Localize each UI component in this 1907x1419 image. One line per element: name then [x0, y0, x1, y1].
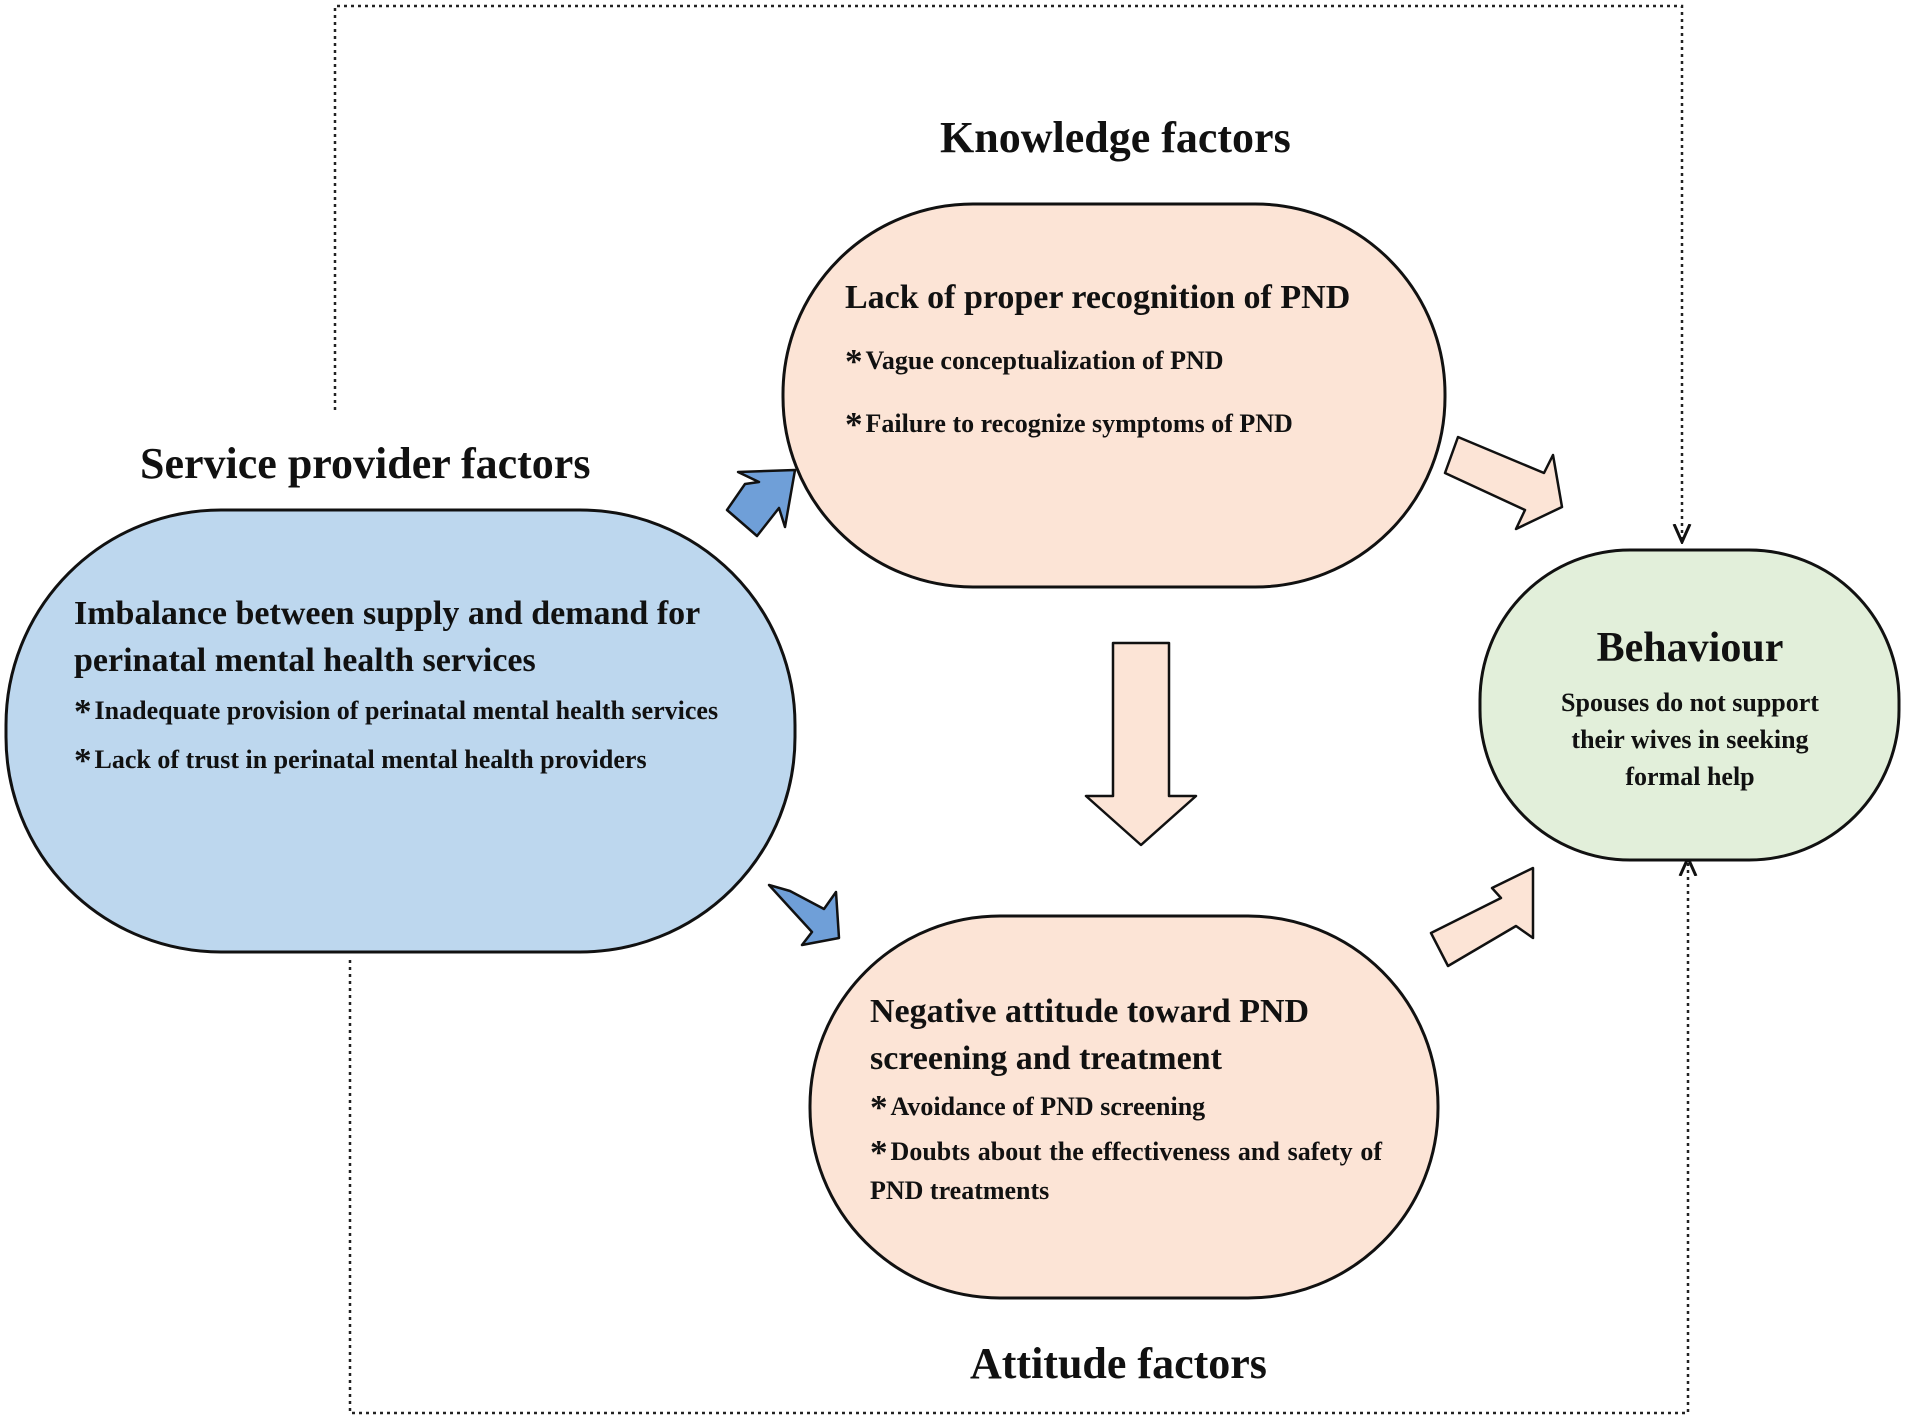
knowledge-factors-label: Knowledge factors [940, 113, 1291, 162]
attitude-factors-label: Attitude factors [970, 1339, 1267, 1388]
attitude-box-title: Negative attitude toward PND screening a… [870, 993, 1310, 1077]
attitude-box-item: *Doubts about the effectiveness and safe… [870, 1133, 1382, 1206]
attitude-box-shape [808, 914, 1440, 1300]
bullet-star: * [870, 1133, 888, 1173]
bullet-star: * [845, 405, 863, 445]
service-provider-factors-label: Service provider factors [140, 439, 591, 488]
service-box-item: *Lack of trust in perinatal mental healt… [74, 741, 647, 781]
knowledge-box: Lack of proper recognition of PND *Vague… [845, 274, 1365, 443]
attitude-box-item: *Avoidance of PND screening [870, 1088, 1206, 1128]
service-box-title: Imbalance between supply and demand for … [74, 595, 700, 679]
behaviour-box-title: Behaviour [1596, 625, 1784, 671]
service-provider-box-shape [4, 508, 797, 954]
arrow-attitude-to-behaviour [1429, 866, 1535, 968]
knowledge-box-item: *Failure to recognize symptoms of PND [845, 405, 1293, 445]
bullet-star: * [845, 342, 863, 382]
arrow-knowledge-to-attitude [1084, 641, 1198, 847]
attitude-box: Negative attitude toward PND screening a… [870, 988, 1382, 1210]
dotted-connector-bottom [348, 860, 1688, 1415]
bullet-star: * [74, 692, 92, 732]
behaviour-box-text: Spouses do not support their wives in se… [1561, 688, 1819, 791]
knowledge-box-item: *Vague conceptualization of PND [845, 342, 1224, 382]
bullet-star: * [74, 741, 92, 781]
behaviour-box: Behaviour Spouses do not support their w… [1520, 620, 1860, 795]
arrow-service-to-knowledge [725, 468, 797, 538]
arrow-knowledge-to-behaviour [1443, 435, 1564, 531]
knowledge-box-shape [781, 202, 1447, 589]
knowledge-box-title: Lack of proper recognition of PND [845, 279, 1351, 316]
dotted-connector-top [333, 4, 1682, 540]
bullet-star: * [870, 1088, 888, 1128]
service-box-item: *Inadequate provision of perinatal menta… [74, 692, 719, 732]
arrow-service-to-attitude [767, 883, 841, 947]
behaviour-box-shape [1478, 548, 1901, 862]
service-provider-box: Imbalance between supply and demand for … [74, 590, 734, 784]
